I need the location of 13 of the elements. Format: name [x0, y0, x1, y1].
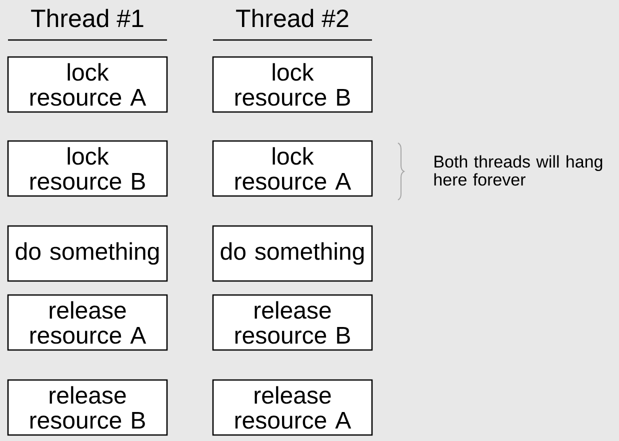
step-box: release resource B — [212, 294, 373, 351]
step-box: release resource A — [7, 294, 168, 351]
step-box: lock resource A — [212, 140, 373, 197]
column-heading: Thread #2 — [236, 8, 348, 28]
step-box: release resource A — [212, 379, 373, 436]
step-box: lock resource B — [212, 56, 373, 113]
step-box: do something — [7, 225, 168, 282]
step-box: release resource B — [7, 379, 168, 436]
step-box: lock resource A — [7, 56, 168, 113]
step-box: do something — [212, 225, 373, 282]
note-text: Both threads will hang here forever — [434, 155, 602, 186]
column-heading: Thread #1 — [31, 8, 144, 28]
step-box: lock resource B — [7, 140, 168, 197]
